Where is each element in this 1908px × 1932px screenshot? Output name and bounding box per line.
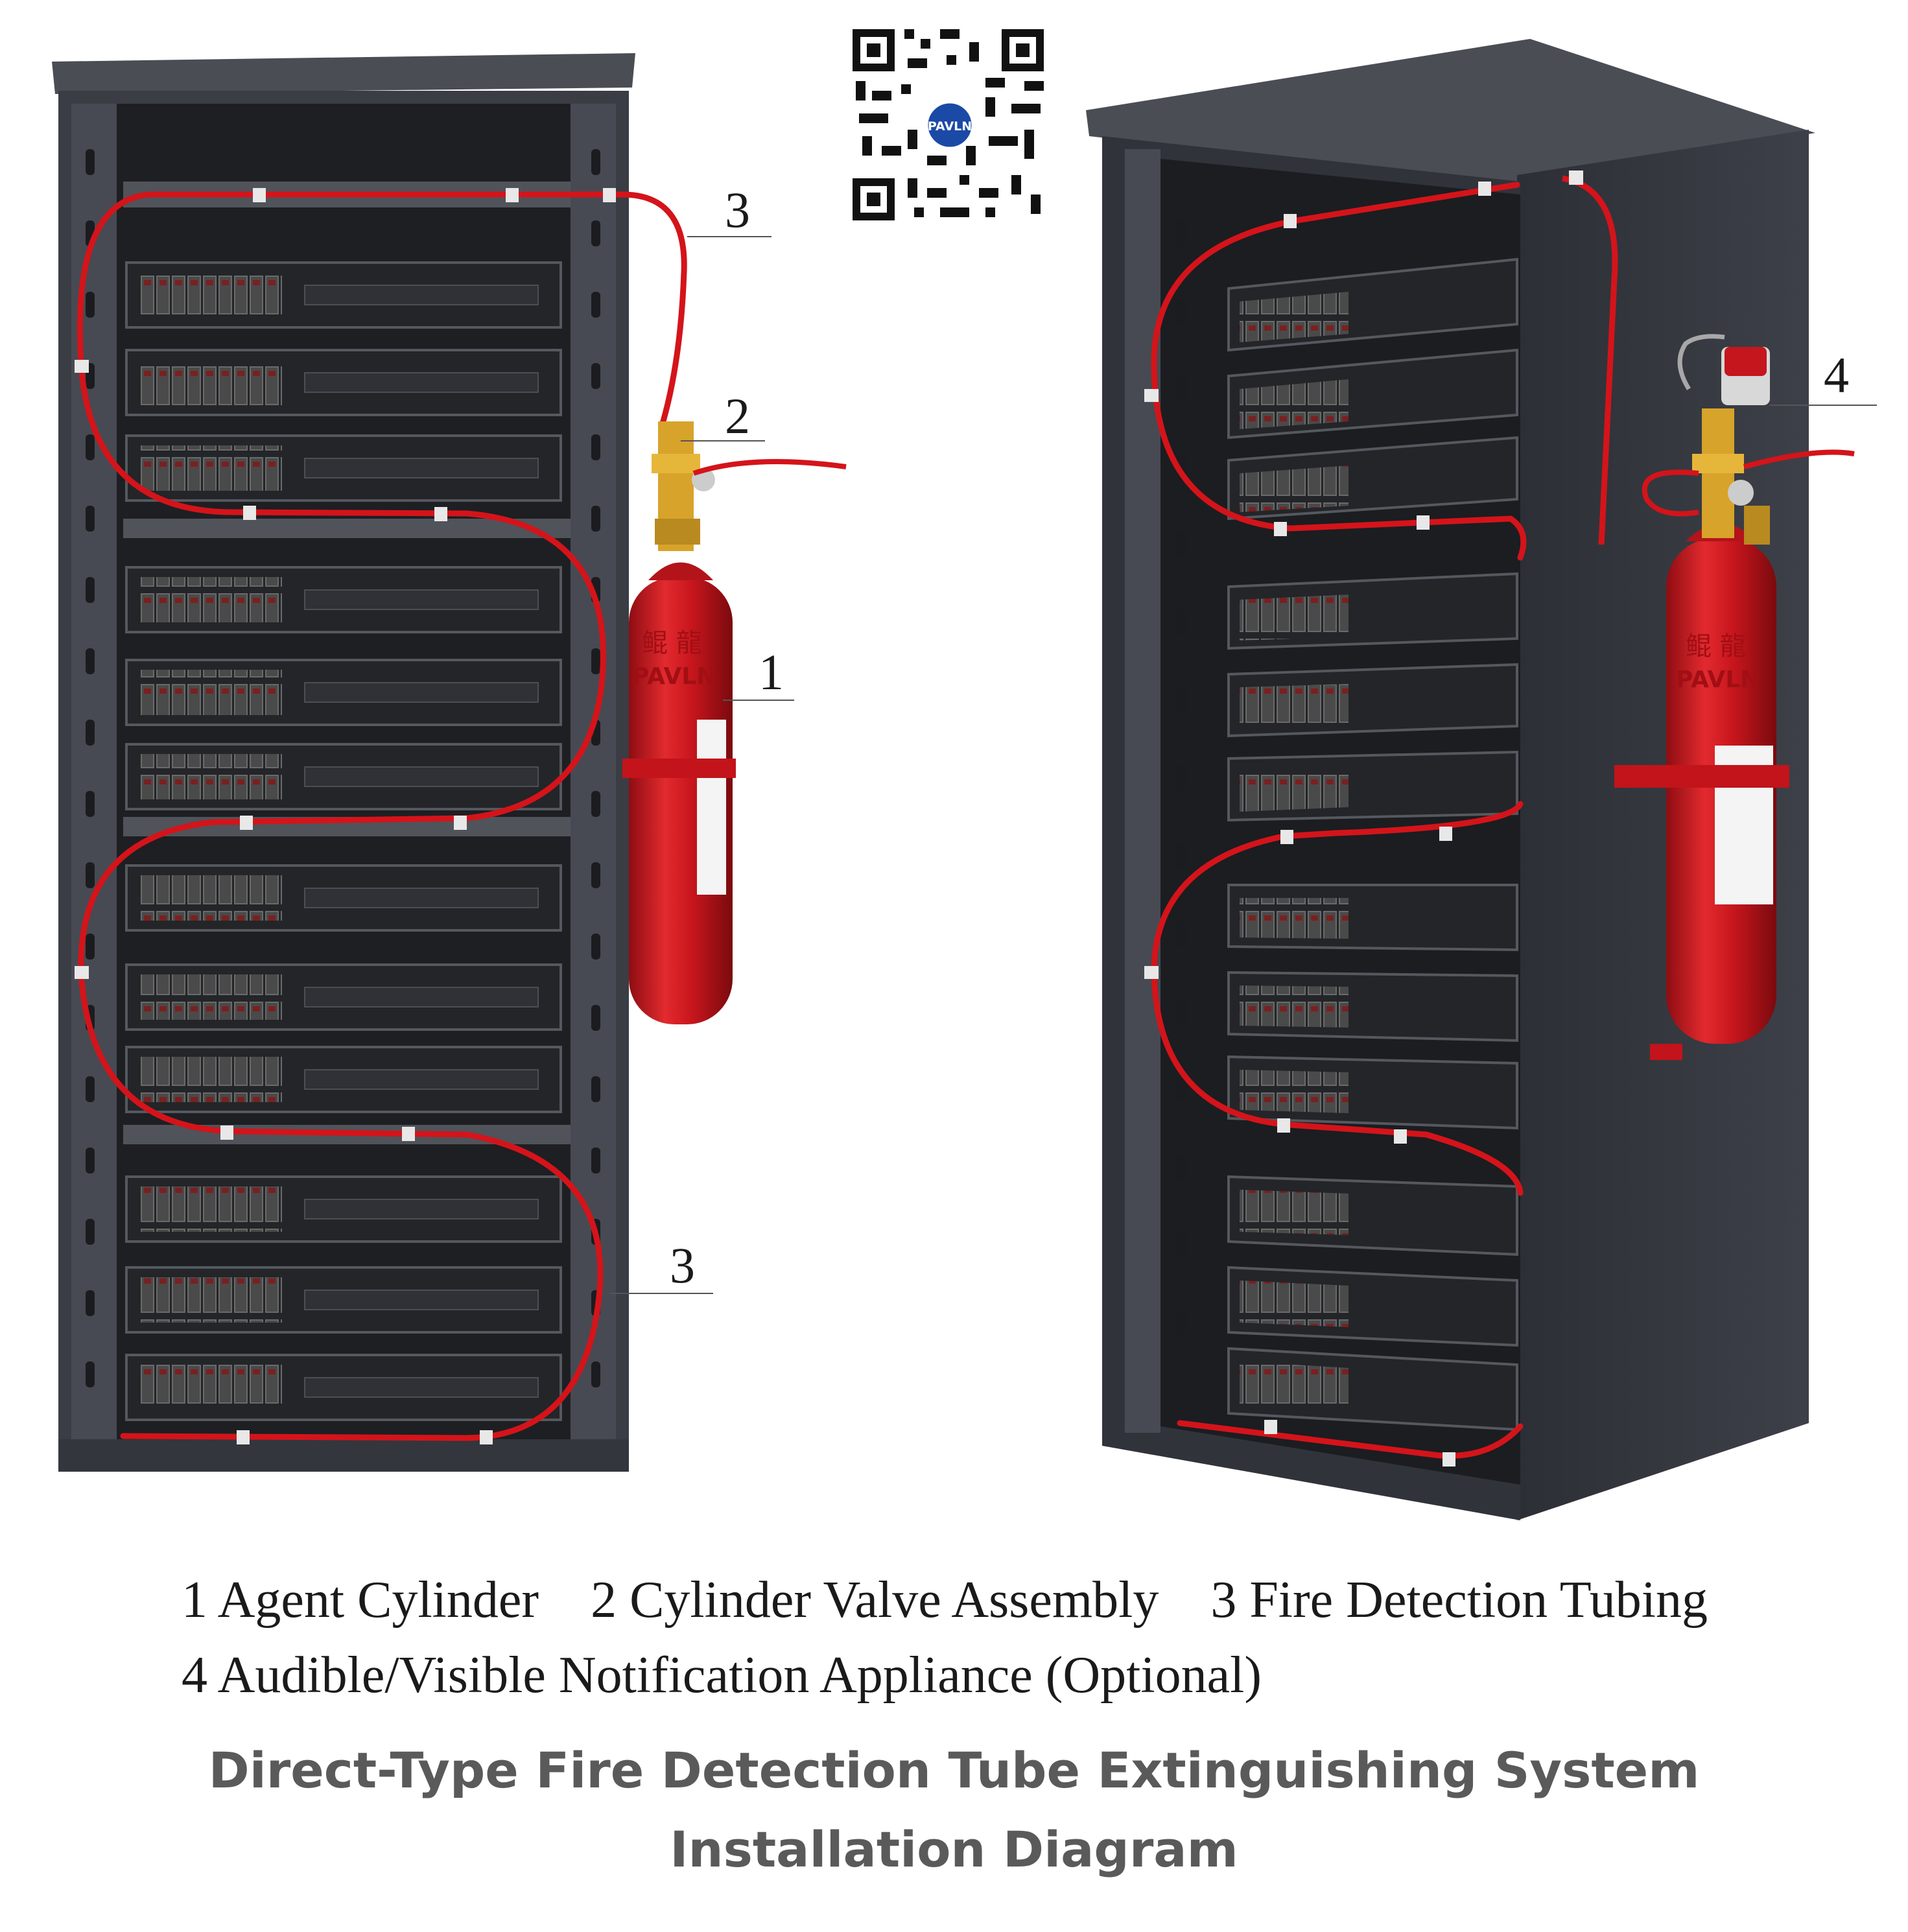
- diagram-title: Direct-Type Fire Detection Tube Extingui…: [0, 1731, 1908, 1889]
- title-line-1: Direct-Type Fire Detection Tube Extingui…: [208, 1741, 1700, 1799]
- svg-text:鲲 龍: 鲲 龍: [642, 628, 702, 658]
- right-cabinet: [1086, 39, 1815, 1520]
- installation-diagram: 鲲 龍 PAVLN 3 2 1 3: [52, 26, 1877, 1520]
- qr-logo-badge: [925, 100, 975, 150]
- legend-item-4: 4 Audible/Visible Notification Appliance…: [182, 1647, 1262, 1704]
- svg-text:PAVLN: PAVLN: [1676, 666, 1760, 693]
- svg-text:PAVLN: PAVLN: [928, 119, 972, 134]
- right-server-stack: [1227, 257, 1518, 1431]
- callout-1: 1: [759, 644, 784, 700]
- callout-3-top: 3: [725, 182, 750, 238]
- callout-4: 4: [1824, 347, 1849, 403]
- left-agent-cylinder: 鲲 龍 PAVLN: [622, 562, 736, 1024]
- tube-clips-left: [75, 188, 616, 1444]
- legend-item-3: 3 Fire Detection Tubing: [1210, 1572, 1708, 1629]
- svg-text:PAVLN: PAVLN: [632, 663, 716, 690]
- left-callouts: [609, 236, 794, 1294]
- callout-3-bottom: 3: [670, 1237, 695, 1293]
- audible-visible-notification-appliance: [1677, 334, 1770, 405]
- left-detection-tubing: [77, 191, 626, 1441]
- tube-clips-right: [1144, 171, 1583, 1467]
- right-cylinder-valve-assembly: [1642, 408, 1855, 545]
- legend-item-2: 2 Cylinder Valve Assembly: [591, 1572, 1159, 1629]
- legend-row-1: 1 Agent Cylinder 2 Cylinder Valve Assemb…: [182, 1562, 1841, 1638]
- svg-text:鲲 龍: 鲲 龍: [1686, 631, 1746, 661]
- qr-code: PAVLN: [849, 26, 1050, 227]
- callout-2: 2: [725, 388, 750, 444]
- legend-row-2: 4 Audible/Visible Notification Appliance…: [182, 1638, 1841, 1713]
- legend-item-1: 1 Agent Cylinder: [182, 1572, 539, 1629]
- left-cylinder-valve-assembly: [652, 421, 847, 551]
- legend: 1 Agent Cylinder 2 Cylinder Valve Assemb…: [182, 1562, 1841, 1713]
- left-cabinet: [52, 53, 635, 1472]
- title-line-2: Installation Diagram: [670, 1820, 1238, 1878]
